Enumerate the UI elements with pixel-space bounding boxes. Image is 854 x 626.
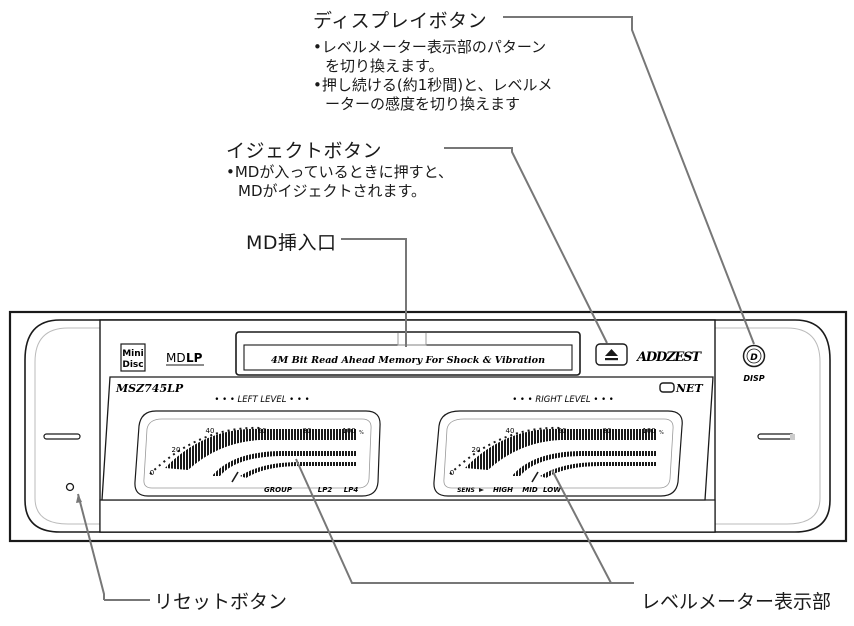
minidisc-logo: [120, 343, 146, 372]
minidisc-logo-text: Disc: [122, 360, 143, 370]
right-high-label: HIGH: [493, 486, 513, 494]
left-group-label: GROUP: [264, 486, 293, 494]
minidisc-logo-text: Mini: [122, 349, 144, 359]
eject-button-leader: [444, 147, 608, 344]
sens-arrow-icon: [479, 488, 484, 492]
slot-caption: 4M Bit Read Ahead Memory For Shock & Vib…: [271, 355, 545, 366]
right-scale-60: 60: [558, 427, 567, 435]
mdlp-logo-lp: LP: [186, 351, 203, 365]
eject-button-callout-body: •MDが入っているときに押すと、 MDがイジェクトされます。: [226, 163, 453, 201]
left-side-handle: [43, 433, 81, 440]
left-meter-leader: [295, 458, 634, 584]
leader-lines: [77, 16, 755, 601]
model-name: MSZ745LP: [115, 382, 184, 395]
right-scale-80: 80: [603, 427, 612, 435]
right-meter-leader: [551, 469, 634, 584]
left-lp2-label: LP2: [318, 486, 333, 494]
display-button-callout-line: •押し続ける(約1秒間)と、レベルメ: [313, 76, 553, 94]
md-slot-leader: [341, 238, 407, 347]
outer-frame: [8, 310, 848, 543]
network-logo-text: NET: [675, 382, 703, 395]
left-scale-0: 0: [150, 469, 154, 477]
left-scale-100: 100: [342, 427, 355, 435]
display-button-callout-line: •レベルメーター表示部のパターン: [313, 38, 547, 56]
left-lp4-label: LP4: [344, 486, 359, 494]
right-side-handle: [757, 433, 795, 440]
eject-button-callout-title: イジェクトボタン: [226, 140, 383, 162]
right-scale-40: 40: [506, 427, 515, 435]
lower-strip: [99, 499, 716, 533]
left-level-label: • • • LEFT LEVEL • • •: [214, 395, 309, 405]
left-level-meter: 0 20 40 60 80 100 % GROUP LP2 LP4: [134, 410, 381, 497]
display-button-ring: [746, 348, 762, 364]
eject-icon: [605, 349, 618, 361]
right-scale-0: 0: [450, 469, 454, 477]
right-scale-unit: %: [659, 430, 664, 436]
reset-arrow-icon: [76, 494, 82, 503]
right-side-notch: [790, 434, 795, 440]
right-scale-20: 20: [472, 446, 481, 454]
disp-icon: D: [750, 353, 758, 363]
display-button-leader: [503, 16, 755, 345]
left-scale-unit: %: [359, 430, 364, 436]
right-sens-label: SENS: [457, 487, 475, 494]
reset-button-callout-title: リセットボタン: [154, 591, 288, 613]
face-inner-edge: [34, 327, 821, 525]
reset-button-leader: [77, 493, 105, 600]
right-level-meter: 0 20 40 60 80 100 % SENS HIGH MID LOW: [433, 410, 683, 497]
right-scale-100: 100: [642, 427, 655, 435]
display-button-callout-line: を切り換えます。: [325, 57, 444, 75]
md-slot-guide: [397, 333, 427, 346]
mdlp-logo-md: MD: [166, 351, 186, 365]
network-logo: NET: [659, 382, 703, 395]
right-level-label: • • • RIGHT LEVEL • • •: [512, 395, 614, 405]
right-mid-label: MID: [522, 486, 538, 494]
display-button-callout-body: •レベルメーター表示部のパターン を切り換えます。 •押し続ける(約1秒間)と、…: [313, 38, 553, 114]
display-button[interactable]: [742, 344, 766, 368]
left-scale-20: 20: [172, 446, 181, 454]
reset-button[interactable]: [65, 482, 75, 492]
eject-button-callout-line: MDがイジェクトされます。: [238, 182, 426, 200]
md-slot-callout-title: MD挿入口: [246, 232, 337, 254]
disp-label: DISP: [743, 374, 764, 383]
right-low-label: LOW: [543, 486, 561, 494]
brand-logo: ADDZEST: [635, 350, 702, 365]
display-button-callout-title: ディスプレイボタン: [313, 10, 488, 32]
eject-button-callout-line: •MDが入っているときに押すと、: [226, 163, 453, 181]
left-scale-60: 60: [258, 427, 267, 435]
left-scale-80: 80: [303, 427, 312, 435]
display-button-callout-line: ーターの感度を切り換えます: [325, 95, 521, 113]
level-meter-callout-title: レベルメーター表示部: [641, 591, 832, 613]
left-scale-40: 40: [206, 427, 215, 435]
